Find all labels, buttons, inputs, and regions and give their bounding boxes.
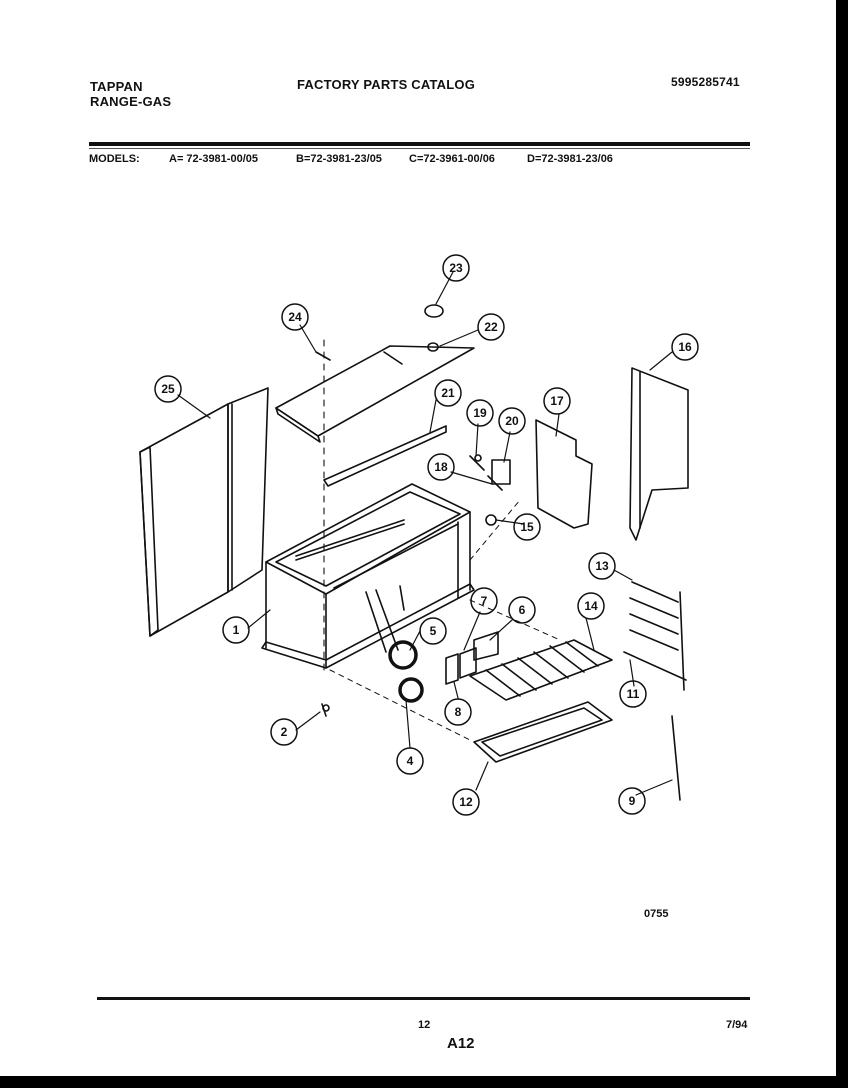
callout-circles [154,254,699,816]
callout-24: 24 [288,310,302,324]
model-b: B=72-3981-23/05 [296,153,382,165]
part-clip [424,304,444,352]
part-small-brackets [445,631,499,685]
drawing-code: 0755 [644,908,669,920]
part-rod [671,715,681,801]
part-top-panel [275,345,475,443]
models-label: MODELS: [89,153,140,165]
callout-22: 22 [484,320,498,334]
part-main-body [261,483,475,669]
callout-1: 1 [233,623,240,637]
model-c: C=72-3961-00/06 [409,153,495,165]
callout-numbers: 23 24 22 25 21 19 20 17 16 18 15 13 7 6 … [161,261,692,809]
catalog-title: FACTORY PARTS CATALOG [297,77,476,92]
part-shelf-slides [623,581,687,691]
section-code: A12 [447,1035,475,1052]
document-number: 5995285741 [671,75,740,89]
part-bracket [535,419,593,529]
callout-8: 8 [455,705,462,719]
callout-9: 9 [629,794,636,808]
callout-23: 23 [449,261,463,275]
callout-18: 18 [434,460,448,474]
part-valve-assembly [469,454,511,491]
part-oven-rack [469,639,613,701]
page-number: 12 [418,1019,431,1031]
scan-frame-right [836,0,848,1088]
part-broiler-pan [473,701,613,763]
callout-14: 14 [584,599,598,613]
callout-12: 12 [459,795,473,809]
callout-6: 6 [519,603,526,617]
callout-20: 20 [505,414,519,428]
part-side-panel [139,387,269,637]
brand-name: TAPPAN [90,79,143,94]
callout-19: 19 [473,406,487,420]
assembly-lines [329,499,561,741]
header-rule-thin [89,148,750,149]
part-screw-bottom [321,703,330,717]
part-rear-cover [629,367,689,541]
part-screw-top [315,339,331,671]
product-type: RANGE-GAS [90,94,172,109]
callout-17: 17 [550,394,564,408]
callout-2: 2 [281,725,288,739]
header-rule [89,142,750,146]
scan-frame-bottom [0,1076,848,1088]
leader-lines [177,271,673,796]
callout-4: 4 [407,754,414,768]
callout-16: 16 [678,340,692,354]
model-d: D=72-3981-23/06 [527,153,613,165]
part-grommets [388,640,424,703]
callout-21: 21 [441,386,455,400]
footer-rule [97,997,750,1000]
callout-25: 25 [161,382,175,396]
date-code: 7/94 [726,1019,748,1031]
callout-7: 7 [481,594,488,608]
callout-15: 15 [520,520,534,534]
part-trim-strip [323,425,447,487]
callout-11: 11 [627,687,640,701]
callout-13: 13 [595,559,609,573]
callout-5: 5 [430,624,437,638]
part-screw-15 [485,514,497,526]
model-a: A= 72-3981-00/05 [169,153,258,165]
